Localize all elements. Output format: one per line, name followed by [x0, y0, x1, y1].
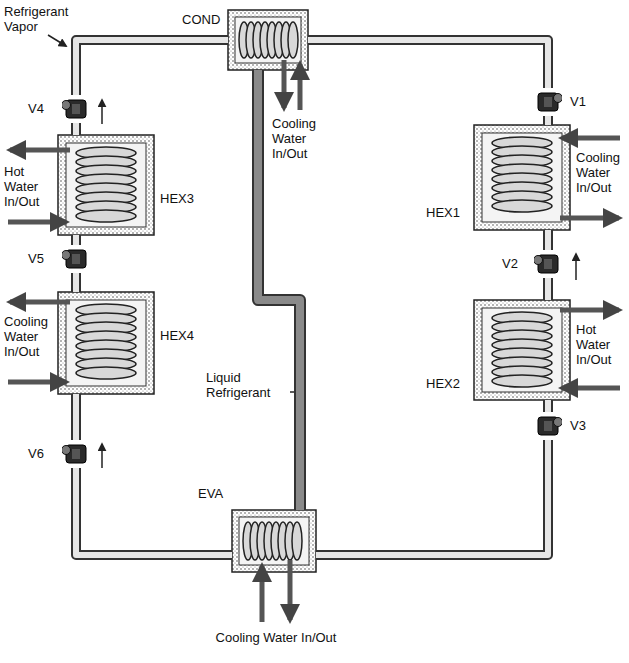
node-label: V4	[28, 101, 56, 116]
flow-arrows	[48, 35, 576, 468]
node-label: HEX1	[426, 205, 470, 220]
vapor-pipe	[316, 440, 548, 555]
coil-turn	[492, 375, 552, 387]
vapor-pipe	[76, 273, 77, 292]
valve-symbol	[534, 88, 562, 116]
vessel-housing	[232, 510, 316, 572]
vapor-pipe	[76, 235, 77, 245]
annotation: Cooling Water In/Out	[576, 150, 626, 195]
heat-exchanger: HEX3	[58, 135, 154, 235]
node-label: V2	[502, 256, 530, 271]
hex-chamber	[66, 300, 146, 386]
vessel-chamber	[239, 517, 309, 565]
water-tubes	[8, 60, 620, 622]
heat-exchanger: HEX4	[58, 292, 154, 394]
valve: V5	[62, 245, 90, 273]
node-label: V6	[28, 446, 56, 461]
node-label: HEX3	[160, 191, 204, 206]
valve: V2	[534, 250, 562, 278]
vapor-pipe	[548, 230, 549, 250]
coil-turn	[288, 22, 298, 58]
annotation: Cooling Water In/Out	[176, 630, 376, 645]
vapor-pipe	[76, 123, 77, 135]
hex-housing	[474, 125, 570, 230]
valve-symbol	[534, 412, 562, 440]
node-label: EVA	[198, 486, 238, 501]
vessel-chamber	[235, 17, 301, 63]
valve: V3	[534, 412, 562, 440]
coil-turn	[492, 200, 552, 212]
coil-turn	[76, 367, 136, 379]
valve: V6	[62, 440, 90, 468]
node-label: COND	[182, 12, 226, 27]
vapor-pipe	[308, 40, 548, 88]
valve-symbol	[62, 440, 90, 468]
vapor-pipe	[76, 468, 232, 555]
annotation: Hot Water In/Out	[576, 322, 626, 367]
evaporator: EVA	[232, 510, 316, 572]
vessel-housing	[228, 10, 308, 70]
annotation: Cooling Water In/Out	[272, 116, 334, 161]
valve-symbol	[534, 250, 562, 278]
hex-housing	[58, 135, 154, 235]
node-label: HEX4	[160, 328, 204, 343]
node-label: V1	[570, 94, 596, 109]
heat-exchanger: HEX1	[474, 125, 570, 230]
coil-turn	[76, 210, 136, 222]
node-label: HEX2	[426, 376, 470, 391]
hex-chamber	[482, 133, 562, 222]
node-label: V5	[28, 251, 56, 266]
vapor-pipe	[548, 116, 549, 125]
hex-housing	[474, 300, 570, 400]
pipe-label: Liquid Refrigerant	[206, 370, 290, 400]
condenser: COND	[228, 10, 308, 70]
node-label: V3	[570, 418, 596, 433]
valve-symbol	[62, 95, 90, 123]
hex-housing	[58, 292, 154, 394]
heat-exchanger-coils	[58, 10, 570, 572]
annotation: Hot Water In/Out	[4, 164, 52, 209]
vapor-pipe	[76, 40, 228, 95]
vapor-pipe	[548, 278, 549, 300]
valve: V1	[534, 88, 562, 116]
hex-chamber	[482, 308, 562, 392]
hex-chamber	[66, 143, 146, 227]
valve: V4	[62, 95, 90, 123]
heat-exchanger: HEX2	[474, 300, 570, 400]
valve-symbol	[62, 245, 90, 273]
annotation: Refrigerant Vapor	[4, 4, 80, 34]
vapor-pipe	[76, 394, 77, 440]
vapor-pipe	[548, 400, 549, 412]
coil-turn	[292, 522, 302, 560]
annotation: Cooling Water In/Out	[4, 314, 56, 359]
